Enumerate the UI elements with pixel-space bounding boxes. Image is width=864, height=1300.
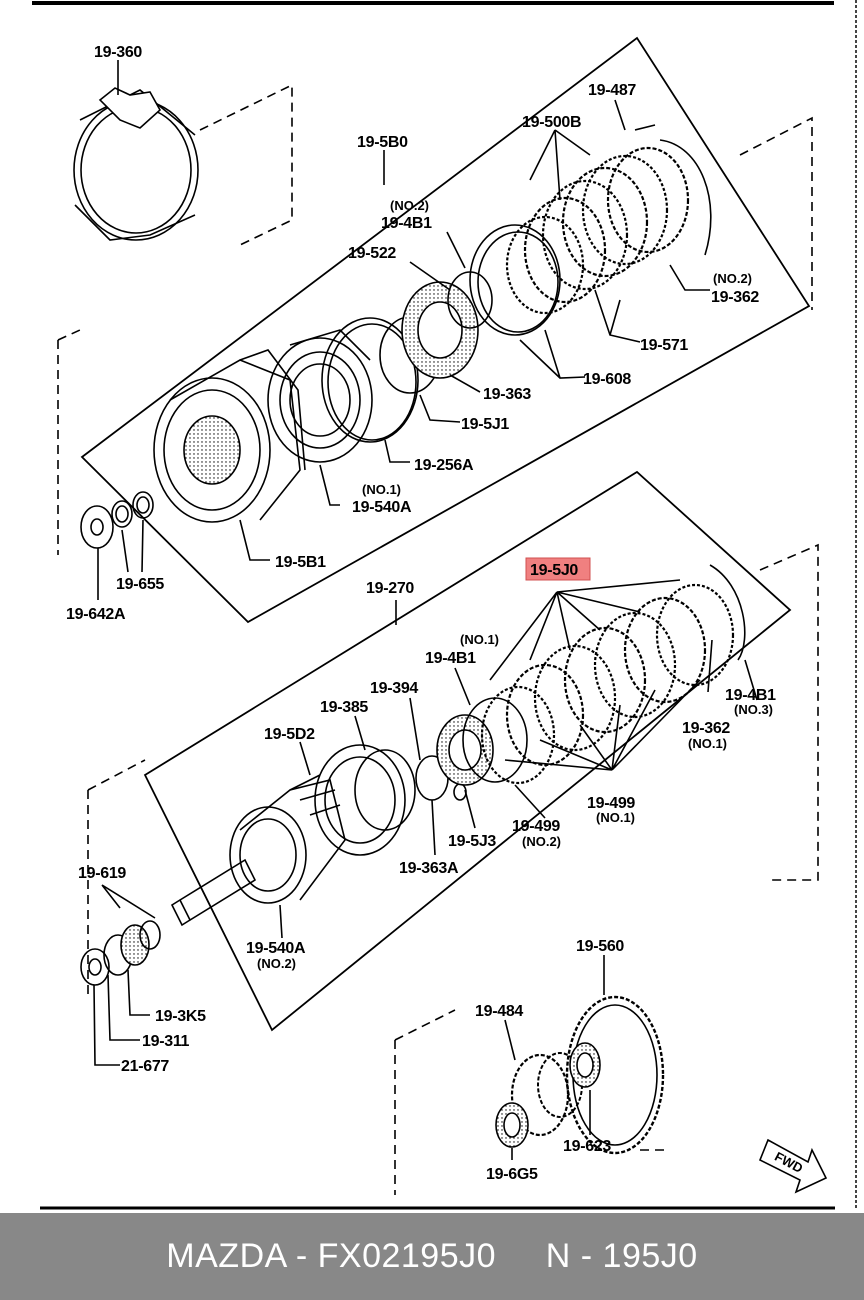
upper-assembly-frame (80, 36, 811, 624)
label-19-363: 19-363 (483, 386, 531, 403)
label-19-522: 19-522 (348, 245, 396, 262)
fwd-arrow (758, 1138, 828, 1194)
label-19-385: 19-385 (320, 699, 368, 716)
label-no1: (NO.1) (362, 482, 401, 497)
label-no2: (NO.2) (390, 198, 429, 213)
label-19-623: 19-623 (563, 1138, 611, 1155)
label-19-362: 19-362 (711, 289, 759, 306)
label-19-5j3: 19-5J3 (448, 833, 496, 850)
label-19-500b: 19-500B (522, 114, 581, 131)
label-19-619: 19-619 (78, 865, 126, 882)
label-no1: (NO.1) (596, 810, 635, 825)
label-19-311: 19-311 (142, 1033, 190, 1050)
brake-band-part (73, 87, 199, 241)
upper-clutch-pack (505, 146, 690, 315)
label-19-499: 19-499 (587, 795, 635, 812)
label-19-642a: 19-642A (66, 606, 126, 623)
exploded-parts-diagram: 19-360 19-5B0 19-487 19-500B (NO.2) 19-4… (32, 0, 857, 1210)
piston-part (267, 329, 373, 463)
bearing-stack (80, 920, 161, 986)
label-19-5d2: 19-5D2 (264, 726, 315, 743)
label-19-484: 19-484 (475, 1003, 523, 1020)
input-shaft-drum (170, 774, 346, 927)
label-19-571: 19-571 (640, 337, 688, 354)
label-19-5b0: 19-5B0 (357, 134, 408, 151)
label-19-655: 19-655 (116, 576, 164, 593)
label-19-608: 19-608 (583, 371, 631, 388)
label-19-4b1: 19-4B1 (381, 215, 432, 232)
label-19-5b1: 19-5B1 (275, 554, 326, 571)
label-19-487: 19-487 (588, 82, 636, 99)
label-21-677: 21-677 (121, 1058, 169, 1075)
label-19-3k5: 19-3K5 (155, 1008, 206, 1025)
label-19-4b1: 19-4B1 (725, 687, 776, 704)
label-19-540a: 19-540A (246, 940, 306, 957)
clutch-drum-part (153, 349, 306, 523)
part-number-footer: MAZDA - FX02195J0 N - 195J0 (0, 1213, 864, 1300)
label-19-362: 19-362 (682, 720, 730, 737)
washer-parts (80, 491, 154, 549)
label-19-540a: 19-540A (352, 499, 412, 516)
label-no2: (NO.2) (713, 271, 752, 286)
label-19-5j0-highlighted: 19-5J0 (530, 562, 578, 579)
label-19-6g5: 19-6G5 (486, 1166, 538, 1183)
label-no2: (NO.2) (522, 834, 561, 849)
label-19-270: 19-270 (366, 580, 414, 597)
label-19-4b1: 19-4B1 (425, 650, 476, 667)
lower-clutch-pack (480, 583, 735, 785)
label-19-256a: 19-256A (414, 457, 474, 474)
label-no2: (NO.2) (257, 956, 296, 971)
label-no1: (NO.1) (460, 632, 499, 647)
lower-assembly-frame (143, 470, 792, 1032)
footer-part-number-text: MAZDA - FX02195J0 N - 195J0 (166, 1237, 698, 1275)
label-19-360: 19-360 (94, 44, 142, 61)
highlighted-part-box (525, 557, 591, 581)
label-19-5j1: 19-5J1 (461, 416, 509, 433)
label-no3: (NO.3) (734, 702, 773, 717)
label-19-363a: 19-363A (399, 860, 459, 877)
label-19-499: 19-499 (512, 818, 560, 835)
label-19-394: 19-394 (370, 680, 418, 697)
label-no1: (NO.1) (688, 736, 727, 751)
hub-part (314, 744, 406, 856)
label-19-560: 19-560 (576, 938, 624, 955)
